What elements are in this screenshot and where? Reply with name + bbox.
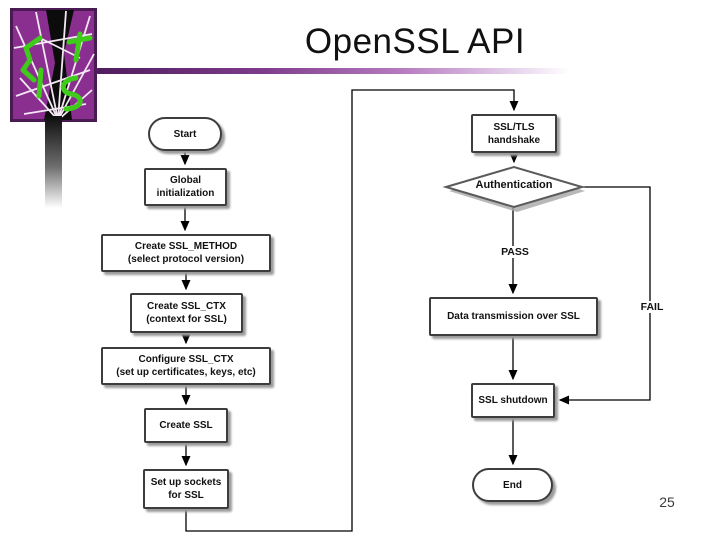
flow-node-ssl-shutdown: SSL shutdown [471,383,555,418]
edge-label-pass: PASS [496,246,534,258]
page-title: OpenSSL API [304,22,526,61]
shattered-glass-logo-icon [10,8,97,122]
flow-node-authentication-label: Authentication [475,179,553,191]
flow-node-start: Start [148,117,222,151]
logo-stripe-decoration [45,116,62,208]
flow-node-data-transmission: Data transmission over SSL [429,297,598,336]
flow-node-create-ssl-method: Create SSL_METHOD (select protocol versi… [101,234,271,272]
flow-node-end: End [472,468,553,502]
connector-auth-fail-to-shutdown [558,186,651,405]
flow-node-configure-ssl-ctx: Configure SSL_CTX (set up certificates, … [101,347,271,385]
flow-node-global-initialization: Global initialization [144,168,227,206]
flow-node-create-ssl-ctx: Create SSL_CTX (context for SSL) [130,293,243,333]
flow-node-create-ssl: Create SSL [144,408,228,443]
authentication-diamond [442,165,586,209]
flow-node-ssl-tls-handshake: SSL/TLS handshake [471,114,557,153]
edge-label-fail: FAIL [633,301,671,313]
slide-page-number: 25 [659,494,675,510]
flow-node-setup-sockets: Set up sockets for SSL [143,469,229,509]
title-divider-rule [95,68,570,74]
connector-sockets-to-handshake [185,89,519,532]
